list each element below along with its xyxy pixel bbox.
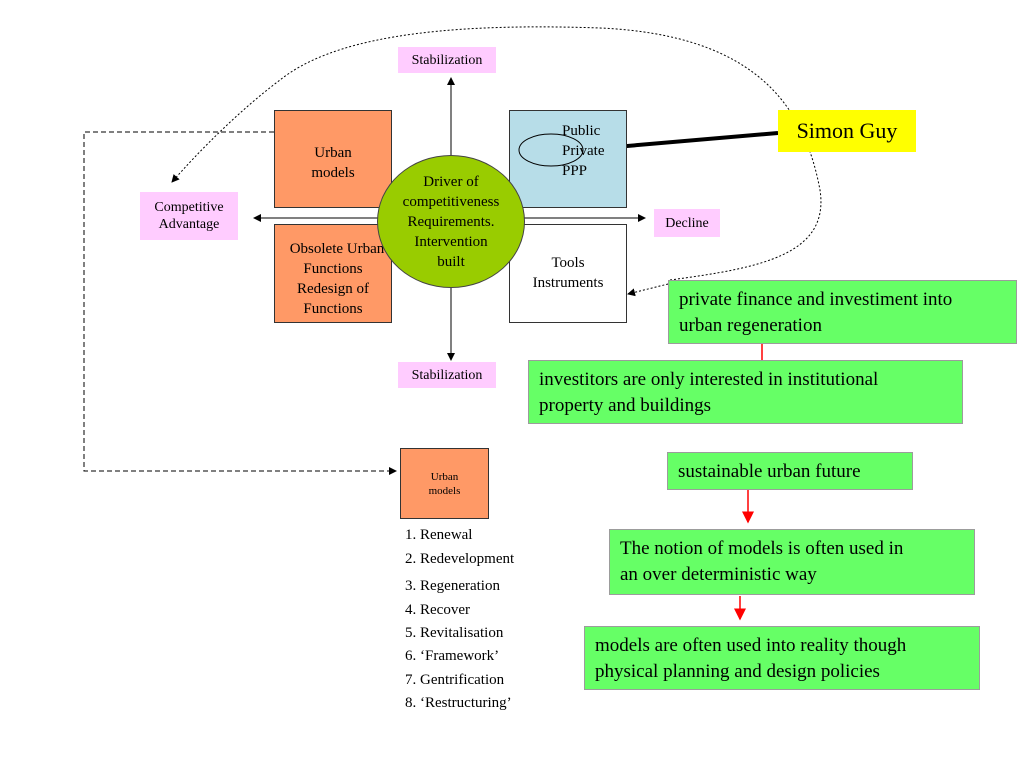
- list-item: 2. Redevelopment: [405, 551, 515, 567]
- list-item: 8. ‘Restructuring’: [405, 695, 512, 711]
- simon-guy-label: Simon Guy: [778, 110, 916, 152]
- list-item: 3. Regeneration: [405, 578, 500, 594]
- note-models-reality: models are often used into reality thoug…: [584, 626, 980, 690]
- dotted-arrow-tools: [627, 282, 673, 297]
- note-sustainable: sustainable urban future: [667, 452, 913, 490]
- list-item: 7. Gentrification: [405, 672, 505, 688]
- dotted-curve: [171, 26, 822, 281]
- stabilization-bottom-label: Stabilization: [398, 362, 496, 388]
- note-notion-of-models: The notion of models is often used in an…: [609, 529, 975, 595]
- list-item: 5. Revitalisation: [405, 625, 504, 641]
- ppp-box: Public Private PPP: [509, 110, 627, 208]
- urban-models-box: Urban models: [274, 110, 392, 208]
- note-private-finance: private finance and investiment into urb…: [668, 280, 1017, 344]
- list-item: 4. Recover: [405, 602, 470, 618]
- dashed-connector: [83, 131, 397, 475]
- list-item: 6. ‘Framework’: [405, 648, 500, 664]
- note-investitors: investitors are only interested in insti…: [528, 360, 963, 424]
- driver-circle: Driver of competitiveness Requirements. …: [377, 155, 525, 288]
- urban-models-small-box: Urban models: [400, 448, 489, 519]
- decline-label: Decline: [654, 209, 720, 237]
- obsolete-functions-box: Obsolete Urban Functions Redesign of Fun…: [274, 224, 392, 323]
- tools-instruments-box: Tools Instruments: [509, 224, 627, 323]
- competitive-advantage-label: Competitive Advantage: [140, 192, 238, 240]
- stabilization-top-label: Stabilization: [398, 47, 496, 73]
- list-item: 1. Renewal: [405, 527, 473, 543]
